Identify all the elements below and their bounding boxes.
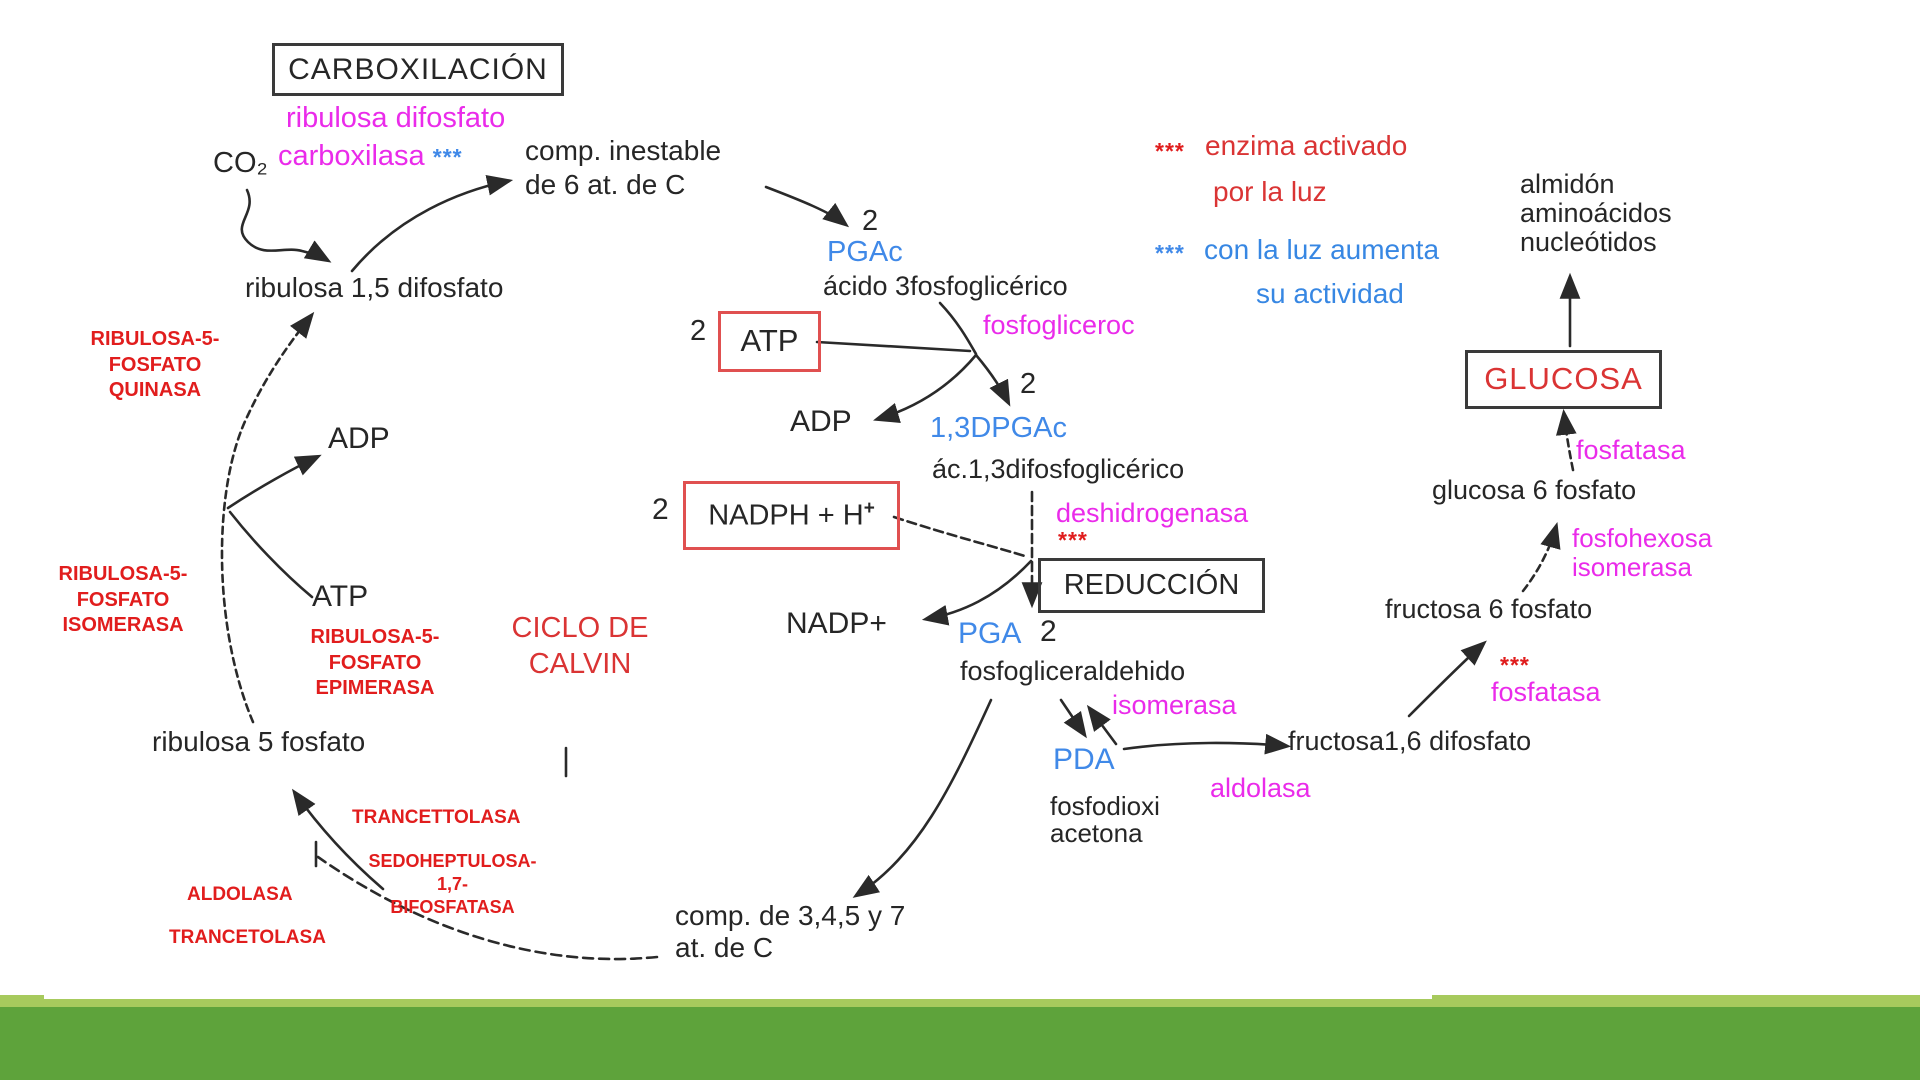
curve-comp347-bottom [316,855,659,961]
atp-label: ATP [740,323,799,359]
glu6-label: glucosa 6 fosfato [1432,475,1637,505]
arc-rib5-to-rib15 [220,311,315,724]
aldolasa-magenta-label: aldolasa [1210,773,1311,803]
arrow-fru16-to-fru6 [1407,640,1487,718]
pgac-count: 2 [862,205,879,237]
nadph-box: NADPH + H+ [683,481,900,550]
aldolasa-red-label: ALDOLASA [187,884,293,905]
trancettolasa-label: TRANCETTOLASA [352,807,521,828]
fosfatasa1-label: fosfatasa [1491,677,1601,707]
fru6-label: fructosa 6 fosfato [1385,594,1593,624]
co2-label: CO₂ [213,147,268,179]
rubisco-stars: *** [432,144,463,170]
sedoheptulosa-label: SEDOHEPTULOSA-1,7-BIFOSFATASA [368,851,537,918]
nadph-label: NADPH + H+ [708,497,875,532]
line-atp-to-junction [815,340,972,353]
arrow-fga-to-comp347 [852,698,993,898]
carboxilacion-label: CARBOXILACIÓN [288,53,548,86]
curve-nadph-to-line [892,515,1030,559]
arrow-junction-to-adp [873,353,978,423]
legend-red-line1: enzima activado [1205,130,1408,161]
arrow-junction-to-dpga [974,353,1011,407]
glucosa-box: GLUCOSA [1465,350,1662,409]
ac13-label: ác.1,3difosfoglicérico [932,454,1185,484]
atp-left-label: ATP [312,580,369,613]
dpga-label: 1,3DPGAc [930,412,1067,444]
nadph-count: 2 [652,493,669,526]
adp-left-label: ADP [328,422,390,455]
nadp-label: NADP+ [786,607,887,640]
line-acido-down [938,301,978,356]
legend-blue-line1: con la luz aumenta [1204,234,1440,265]
rib5-label: ribulosa 5 fosfato [152,726,366,757]
carboxilacion-box: CARBOXILACIÓN [272,43,564,96]
trancetolasa-label: TRANCETOLASA [169,927,326,948]
legend-blue-stars: *** [1155,240,1185,266]
legend-red-stars: *** [1155,138,1185,164]
arrow-comp6-to-pgac [764,185,850,228]
reduccion-box: REDUCCIÓN [1038,558,1265,613]
footer-accent-right [1432,995,1920,1008]
fosfatasa1-stars: *** [1500,652,1530,678]
glucosa-label: GLUCOSA [1484,361,1643,397]
rubisco-line2-text: carboxilasa [278,140,425,172]
isomerasa-label: isomerasa [1112,690,1237,720]
pda-label: PDA [1053,743,1115,776]
arrow-rib15-to-comp6 [350,175,514,273]
dpga-count: 2 [1020,368,1037,400]
arrow-fru6-to-glu6 [1521,521,1561,593]
pgac-label: PGAc [827,236,903,268]
arrow-pda-to-fga [1086,704,1118,746]
footer-bar [0,1007,1920,1080]
atp-count: 2 [690,315,707,347]
arrow-to-nadp [921,559,1033,626]
arrow-pda-to-fru16 [1122,733,1292,755]
fosfatasa2-label: fosfatasa [1576,435,1686,465]
rubisco-line2: carboxilasa *** [278,140,463,173]
deshidrogenasa-stars: *** [1058,527,1088,553]
pga-count: 2 [1040,615,1057,648]
fga-label: fosfogliceraldehido [960,656,1186,686]
fosfoglicero-label: fosfogliceroc [983,310,1135,340]
fru16-label: fructosa1,6 difosfato [1288,726,1532,756]
rib15-label: ribulosa 1,5 difosfato [245,272,504,303]
atp-box: ATP [718,311,821,372]
adp-top-label: ADP [790,405,852,438]
acido3-label: ácido 3fosfoglicérico [823,271,1068,301]
nadph-plus-sup: + [863,497,875,519]
arrow-arc-to-adp [226,454,322,510]
legend-red-line2: por la luz [1213,176,1327,207]
reduccion-label: REDUCCIÓN [1063,568,1240,601]
arrow-glu6-to-glucosa [1555,408,1577,472]
arrow-to-rib5 [291,788,385,891]
rubisco-line1: ribulosa difosfato [286,102,506,134]
pga-label: PGA [958,617,1022,650]
legend-blue-line2: su actividad [1256,278,1404,309]
footer-accent-strip [0,999,1920,1007]
arrow-fga-to-pda [1059,698,1087,739]
arrow-co2-to-rib15 [240,188,332,263]
deshidrogenasa-label: deshidrogenasa [1056,498,1249,528]
line-atp-to-arc [228,510,314,599]
